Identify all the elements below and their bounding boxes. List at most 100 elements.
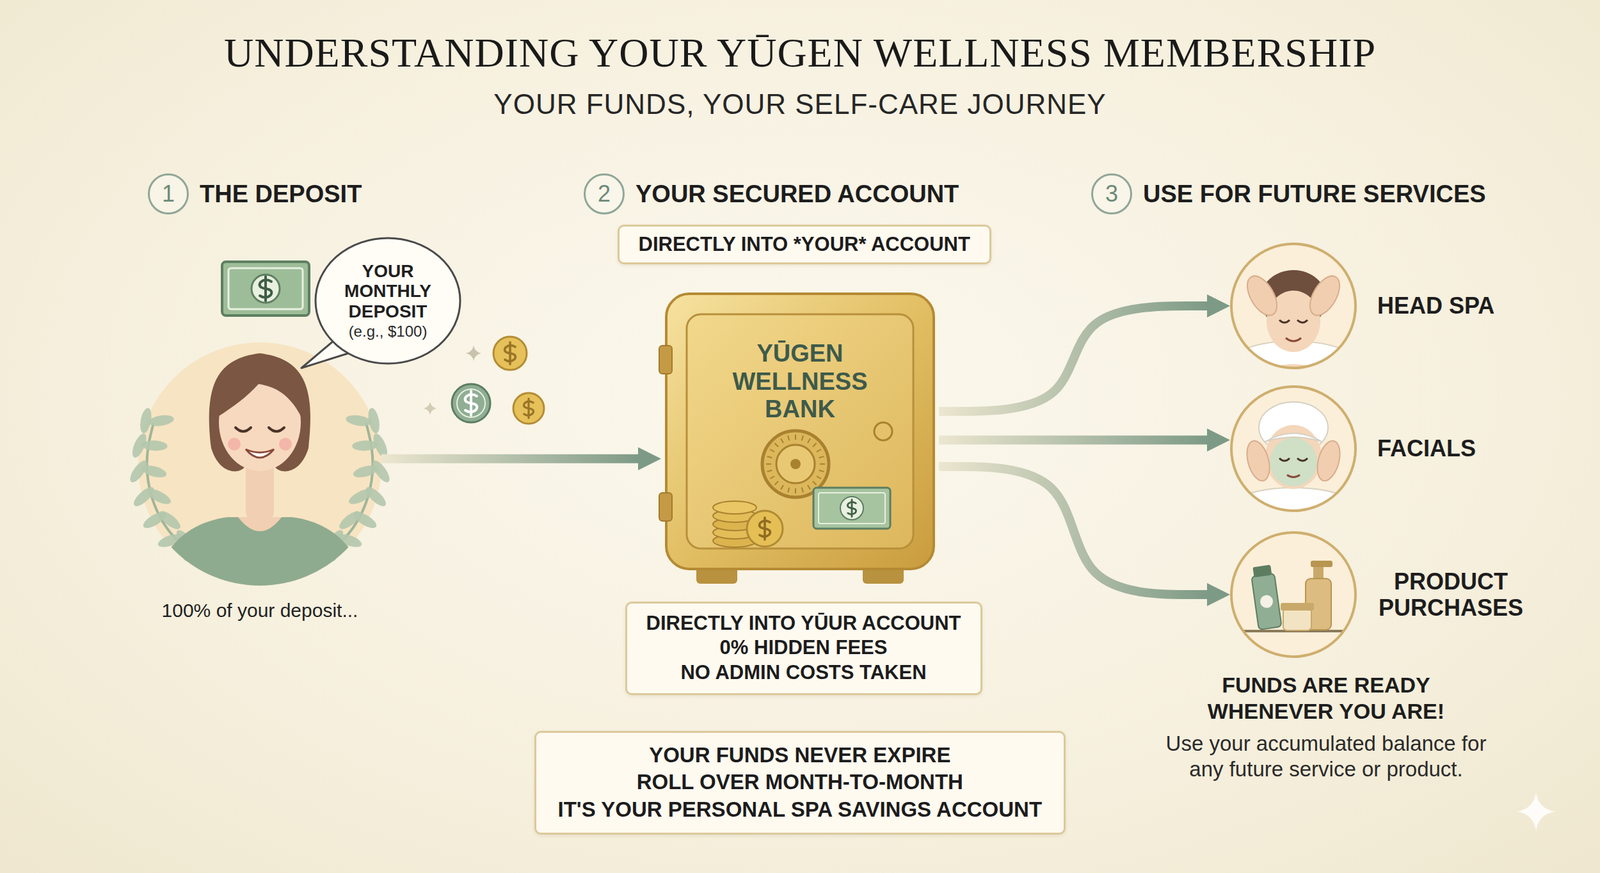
person-illustration xyxy=(245,449,274,458)
node-text: ROLL OVER MONTH-TO-MONTH xyxy=(558,768,1043,797)
money-icons xyxy=(423,401,437,415)
step-number-text: 3 xyxy=(1105,180,1119,208)
money-icons xyxy=(493,336,527,370)
safe-illustration xyxy=(746,510,783,547)
laurel-leaves xyxy=(147,413,175,428)
dial-ticks xyxy=(767,456,773,458)
dial-ticks xyxy=(816,476,822,479)
dial-ticks xyxy=(769,449,775,452)
step-number-text: 2 xyxy=(597,180,611,208)
flow-arrow xyxy=(381,454,640,464)
service-circle: HEAD SPA xyxy=(1230,242,1357,370)
safe-illustration xyxy=(818,492,886,524)
dial-ticks xyxy=(812,442,817,447)
safe-illustration xyxy=(659,345,672,374)
service-icons xyxy=(1303,271,1346,321)
service-icons xyxy=(1232,401,1355,527)
laurel-leaves xyxy=(140,463,168,480)
person-illustration xyxy=(151,353,369,602)
dial-ticks xyxy=(812,481,817,486)
step-heading: USE FOR FUTURE SERVICES xyxy=(1143,180,1487,208)
laurel-leaves xyxy=(141,439,168,452)
node-text: (e.g., $100) xyxy=(348,322,428,341)
safe-illustration xyxy=(776,444,815,484)
node-text: YŪGEN WELLNESS BANK xyxy=(723,339,877,424)
person-illustration xyxy=(279,437,292,451)
dial-ticks xyxy=(774,442,779,447)
service-icons xyxy=(1240,271,1283,321)
dial-ticks xyxy=(801,435,804,441)
note-heading: FUNDS ARE READY WHENEVER YOU ARE! xyxy=(1188,672,1464,725)
safe-illustration xyxy=(686,314,914,549)
member-circle: 100% of your deposit... xyxy=(138,342,382,586)
service-label: PRODUCT PURCHASES xyxy=(1377,568,1525,622)
money-icons xyxy=(228,268,303,310)
info-box: YOUR FUNDS NEVER EXPIREROLL OVER MONTH-T… xyxy=(534,730,1067,836)
bubble-outline xyxy=(315,238,461,364)
service-icons xyxy=(1265,424,1322,489)
money-icons xyxy=(504,342,516,365)
flow-arrow xyxy=(938,466,1209,595)
info-box: DIRECTLY INTO *YOUR* ACCOUNT xyxy=(617,224,992,265)
dial-ticks xyxy=(807,438,811,443)
safe-illustration xyxy=(813,487,891,529)
info-box: DIRECTLY INTO YŪUR ACCOUNT0% HIDDEN FEES… xyxy=(625,601,983,696)
flow-arrow xyxy=(938,305,1209,412)
service-icons xyxy=(1280,602,1314,611)
service-icons xyxy=(1265,433,1322,442)
node-text: DIRECTLY INTO *YOUR* ACCOUNT xyxy=(638,232,971,256)
node-text: 0% HIDDEN FEES xyxy=(646,635,962,661)
service-label: HEAD SPA xyxy=(1377,292,1495,319)
dial-ticks xyxy=(780,485,784,490)
flow-arrow xyxy=(938,435,1209,445)
safe-illustration xyxy=(840,496,864,520)
node-text: NO ADMIN COSTS TAKEN xyxy=(646,660,962,686)
laurel-leaves xyxy=(156,508,184,533)
laurel-leaves xyxy=(145,486,173,507)
money-icons xyxy=(451,384,491,423)
service-icons xyxy=(1259,594,1275,610)
person-illustration xyxy=(235,427,285,432)
safe-illustration xyxy=(759,517,771,540)
dial-ticks xyxy=(794,488,797,494)
node-text: YOUR MONTHLY DEPOSIT xyxy=(333,261,443,322)
step-number: 2YOUR SECURED ACCOUNT xyxy=(583,173,625,215)
laurel-leaves xyxy=(351,509,379,532)
safe-illustration xyxy=(790,458,801,470)
safe-illustration xyxy=(659,492,672,521)
service-circle: PRODUCT PURCHASES xyxy=(1230,531,1357,658)
money-icons xyxy=(513,392,544,424)
person-illustration xyxy=(209,353,311,472)
dial-ticks xyxy=(819,463,825,465)
step-number-text: 1 xyxy=(161,180,175,208)
service-icons xyxy=(1283,608,1312,631)
money-icons xyxy=(456,389,486,418)
service-icons xyxy=(1313,438,1344,484)
service-icons xyxy=(1285,337,1302,342)
node-text: IT'S YOUR PERSONAL SPA SAVINGS ACCOUNT xyxy=(558,796,1043,824)
dial-ticks xyxy=(767,470,773,472)
person-illustration xyxy=(238,517,282,532)
person-illustration xyxy=(227,437,241,451)
dial-ticks xyxy=(816,449,822,452)
service-icons xyxy=(1241,560,1347,632)
node-text: DIRECTLY INTO YŪUR ACCOUNT xyxy=(646,611,962,637)
safe-illustration xyxy=(847,499,856,518)
dial-ticks xyxy=(819,456,825,458)
service-icons xyxy=(1279,320,1308,323)
dial-ticks xyxy=(787,487,790,493)
service-label: FACIALS xyxy=(1377,435,1476,462)
safe-illustration xyxy=(874,422,893,441)
service-icons xyxy=(1231,243,1356,657)
laurel-leaves xyxy=(344,413,372,428)
dial-ticks xyxy=(780,438,784,443)
service-icons xyxy=(1279,458,1308,461)
node-text: 100% of your deposit... xyxy=(161,599,359,622)
dial-ticks xyxy=(819,470,825,472)
service-icons xyxy=(1249,564,1282,630)
dial-ticks xyxy=(794,434,797,440)
step-number: 1THE DEPOSIT xyxy=(147,173,189,215)
title: UNDERSTANDING YOUR YŪGEN WELLNESS MEMBER… xyxy=(0,29,1600,77)
service-icons xyxy=(1231,243,1356,368)
